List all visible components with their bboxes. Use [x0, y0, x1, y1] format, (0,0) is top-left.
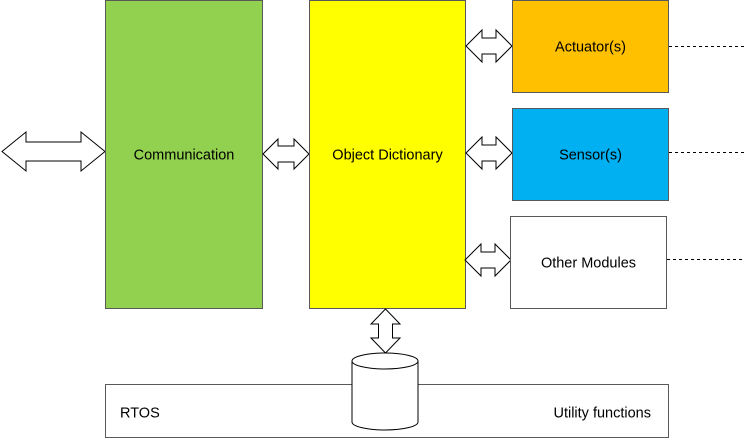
- od-sensors-arrow: [465, 135, 513, 171]
- comm-od-arrow: [262, 137, 310, 171]
- external-bus-arrow: [1, 130, 106, 173]
- sensors-block: [512, 108, 669, 201]
- od-other-modules-arrow: [464, 242, 512, 278]
- other-modules-label: Other Modules: [541, 256, 636, 272]
- communication-label: Communication: [134, 148, 235, 164]
- sensors-label: Sensor(s): [559, 148, 622, 164]
- od-actuators-arrow: [465, 28, 513, 64]
- od-storage-arrow: [369, 308, 402, 354]
- utility-functions-label: Utility functions: [553, 406, 651, 422]
- object-dictionary-label: Object Dictionary: [332, 148, 443, 164]
- actuators-label: Actuator(s): [555, 40, 626, 56]
- object-dictionary-block: [309, 0, 466, 309]
- other-modules-block: [510, 216, 667, 309]
- database-cylinder-icon: [351, 352, 419, 431]
- actuators-block: [512, 0, 669, 93]
- rtos-label: RTOS: [120, 406, 160, 422]
- communication-block: [105, 0, 263, 309]
